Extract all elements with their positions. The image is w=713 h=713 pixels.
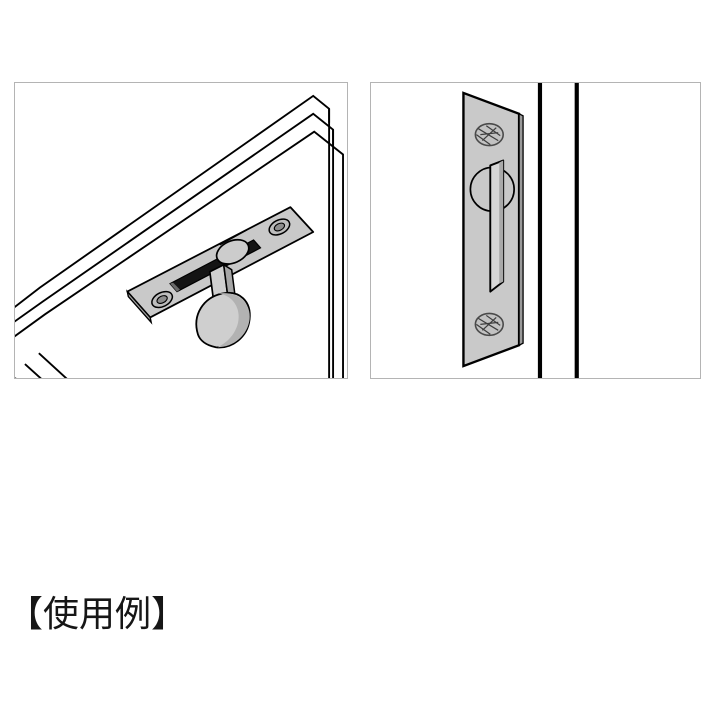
screw-head-bottom xyxy=(474,312,504,337)
flush-bolt-assembly-vertical xyxy=(462,91,524,368)
vertical-door-stile-drawing xyxy=(462,83,579,378)
flush-bolt-assembly xyxy=(126,206,315,349)
frame-corner-mitre xyxy=(328,108,335,145)
recessed-slot-shadow xyxy=(499,160,504,284)
door-frame-lines xyxy=(15,94,344,378)
screw-hole-upper xyxy=(268,218,291,236)
illustration-panel-left xyxy=(14,82,348,379)
slot-inner-highlight xyxy=(170,282,181,292)
frame-lower-corner xyxy=(15,352,68,378)
thumb-turn-disc-shade xyxy=(217,293,250,348)
isometric-door-corner-drawing xyxy=(15,94,344,378)
illustration-panel-right xyxy=(370,82,701,379)
face-plate-edge xyxy=(126,289,153,325)
thumb-turn-pivot xyxy=(215,229,250,265)
usage-example-caption: 【使用例】 xyxy=(7,594,188,635)
screw-head-top xyxy=(474,122,504,147)
screw-hole-lower xyxy=(151,290,174,309)
door-gap-lines xyxy=(537,83,579,378)
face-plate-edge xyxy=(518,112,524,347)
